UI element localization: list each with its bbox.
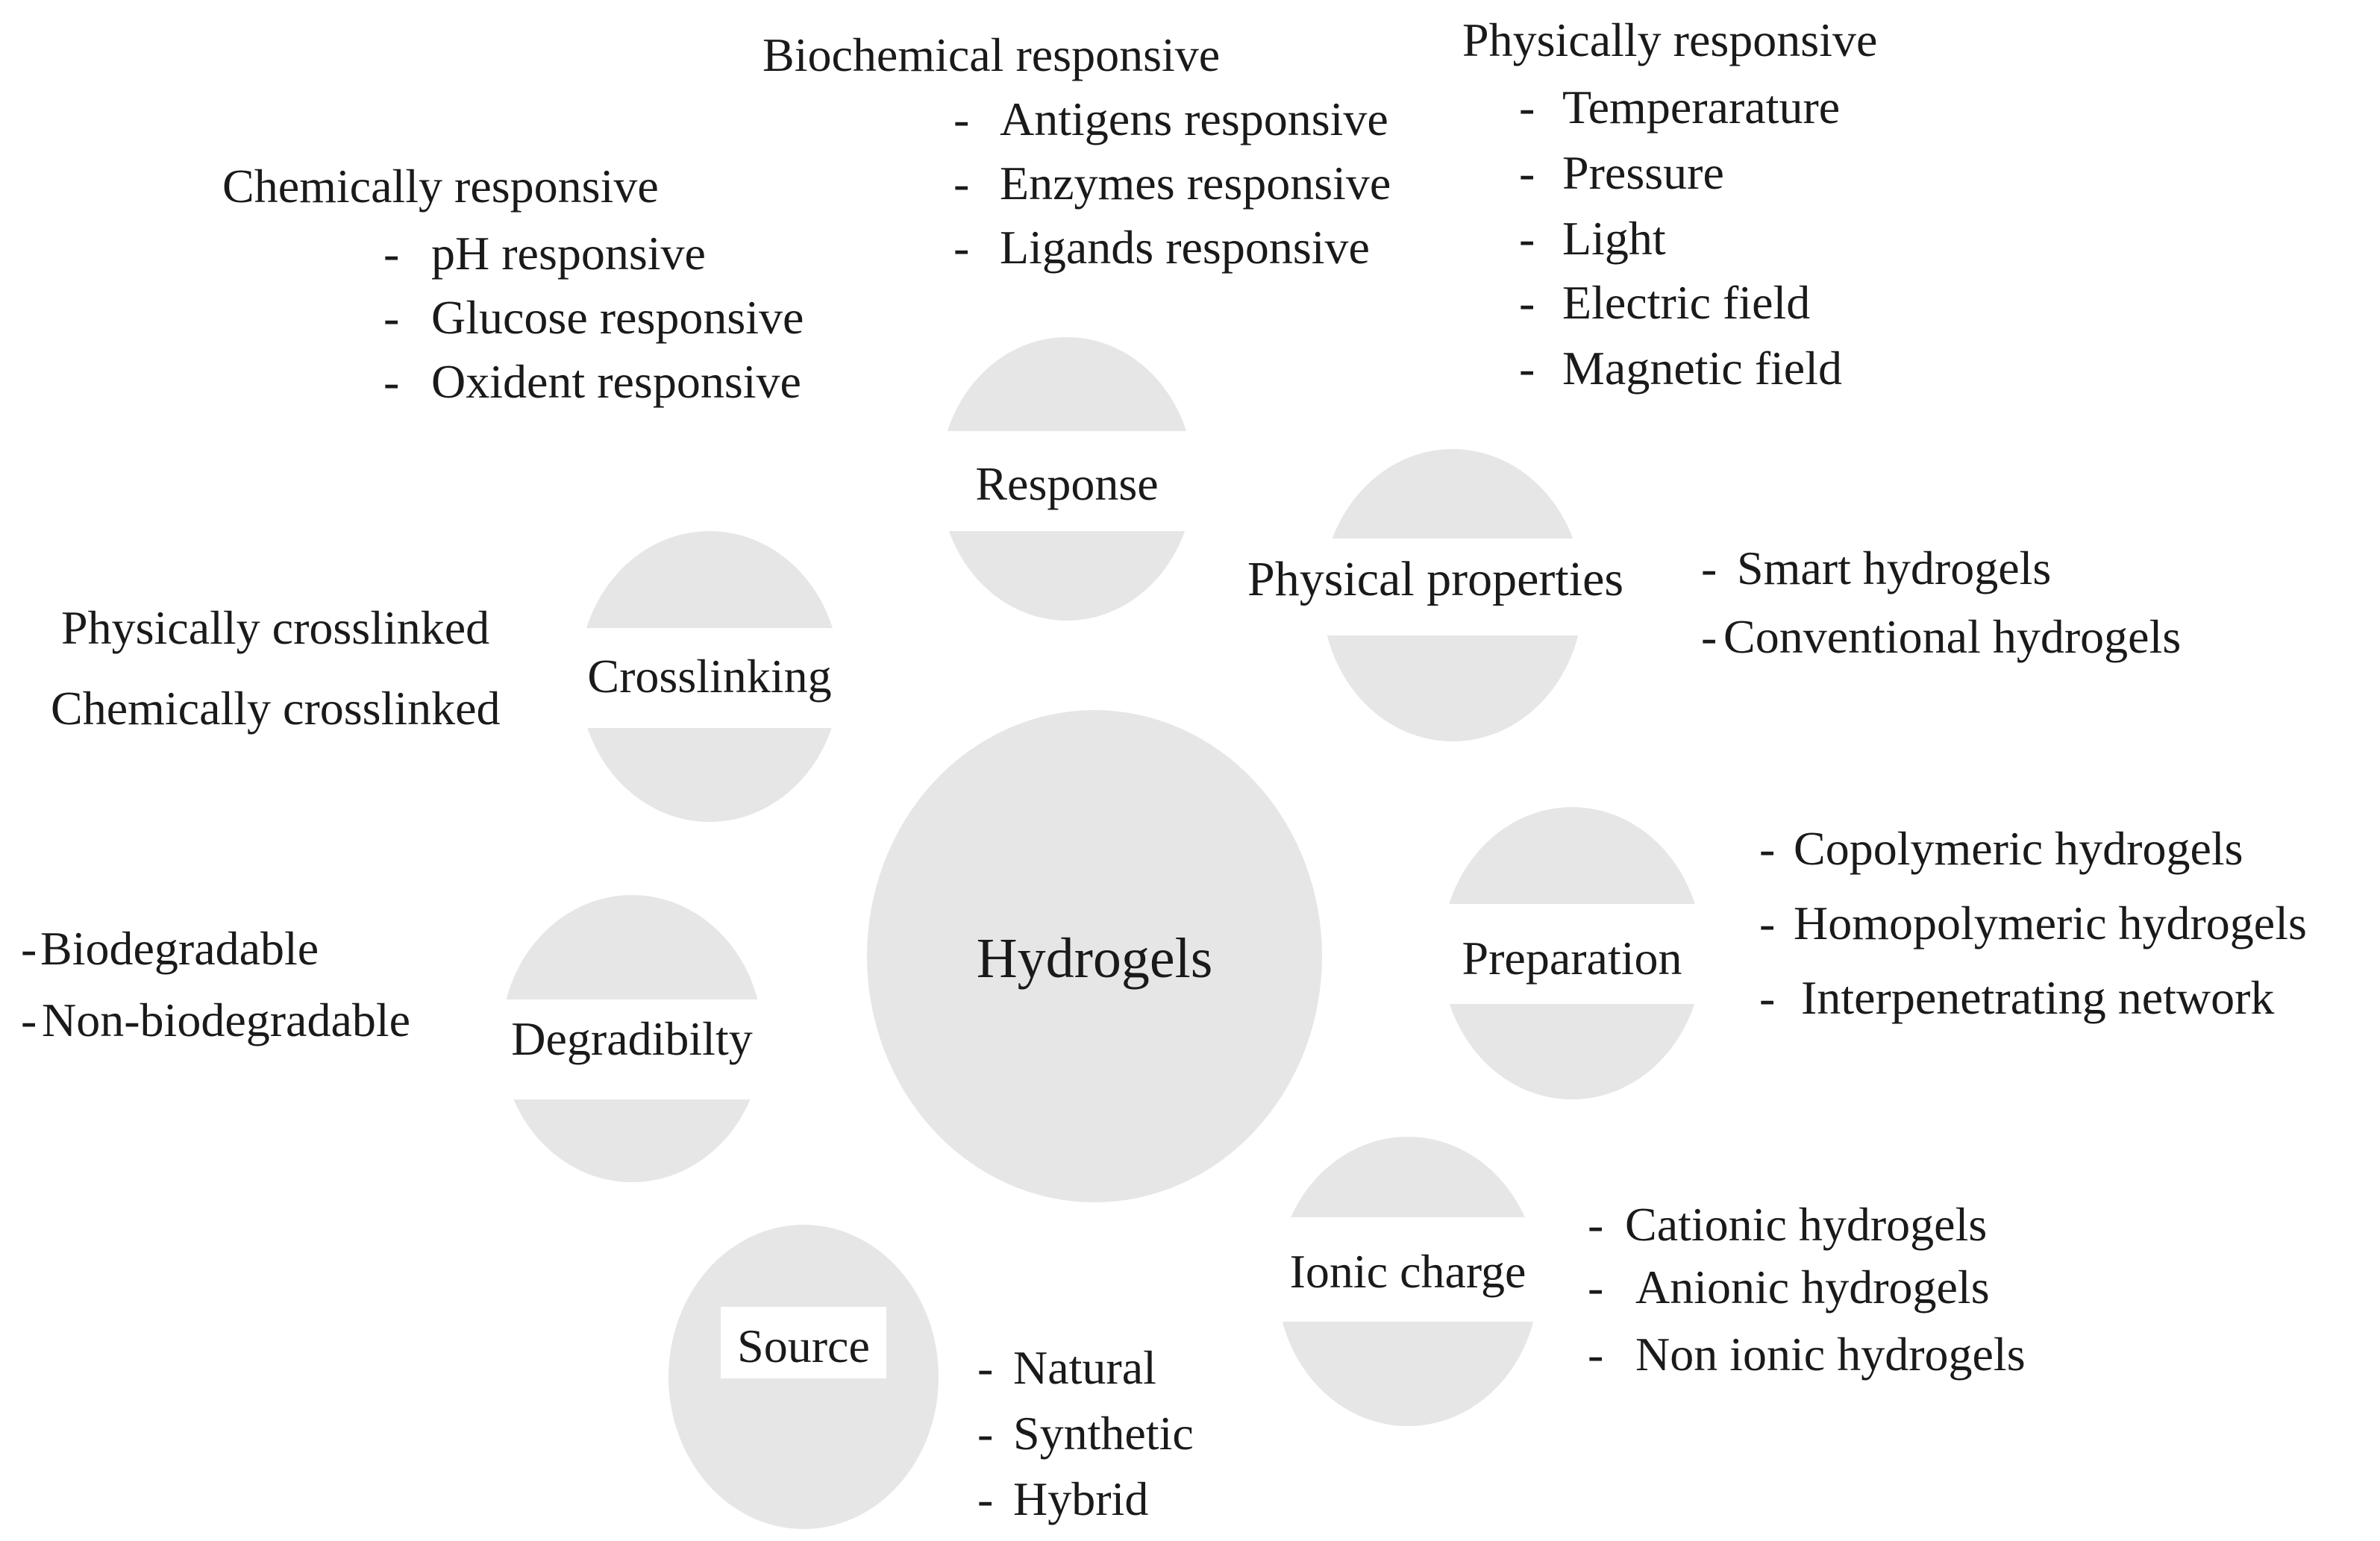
crosslinking-circle: Crosslinking (576, 531, 843, 822)
ionic-charge-circle: Ionic charge (1274, 1137, 1541, 1426)
physically-crosslinked-label: Physically crosslinked (61, 601, 490, 654)
degradability-label: Degradibilty (511, 1012, 753, 1065)
hydrogels-center-circle: Hydrogels (867, 710, 1322, 1202)
source-label: Source (737, 1319, 870, 1372)
chemically-responsive-heading: Chemically responsive (222, 160, 659, 213)
ionic-charge-label: Ionic charge (1289, 1245, 1526, 1298)
physically-responsive-heading: Physically responsive (1462, 13, 1878, 66)
response-circle: Response (937, 337, 1197, 621)
physical-properties-label: Physical properties (1247, 552, 1624, 606)
biochemical-responsive-heading: Biochemical responsive (762, 28, 1221, 81)
response-label: Response (975, 457, 1159, 510)
crosslinking-label: Crosslinking (587, 650, 832, 703)
preparation-circle: Preparation (1438, 807, 1706, 1099)
source-circle: Source (668, 1225, 939, 1529)
degradability-circle: Degradibilty (498, 895, 765, 1182)
preparation-label: Preparation (1462, 932, 1682, 985)
chemically-crosslinked-label: Chemically crosslinked (51, 682, 501, 735)
hydrogels-center-label: Hydrogels (976, 927, 1213, 990)
